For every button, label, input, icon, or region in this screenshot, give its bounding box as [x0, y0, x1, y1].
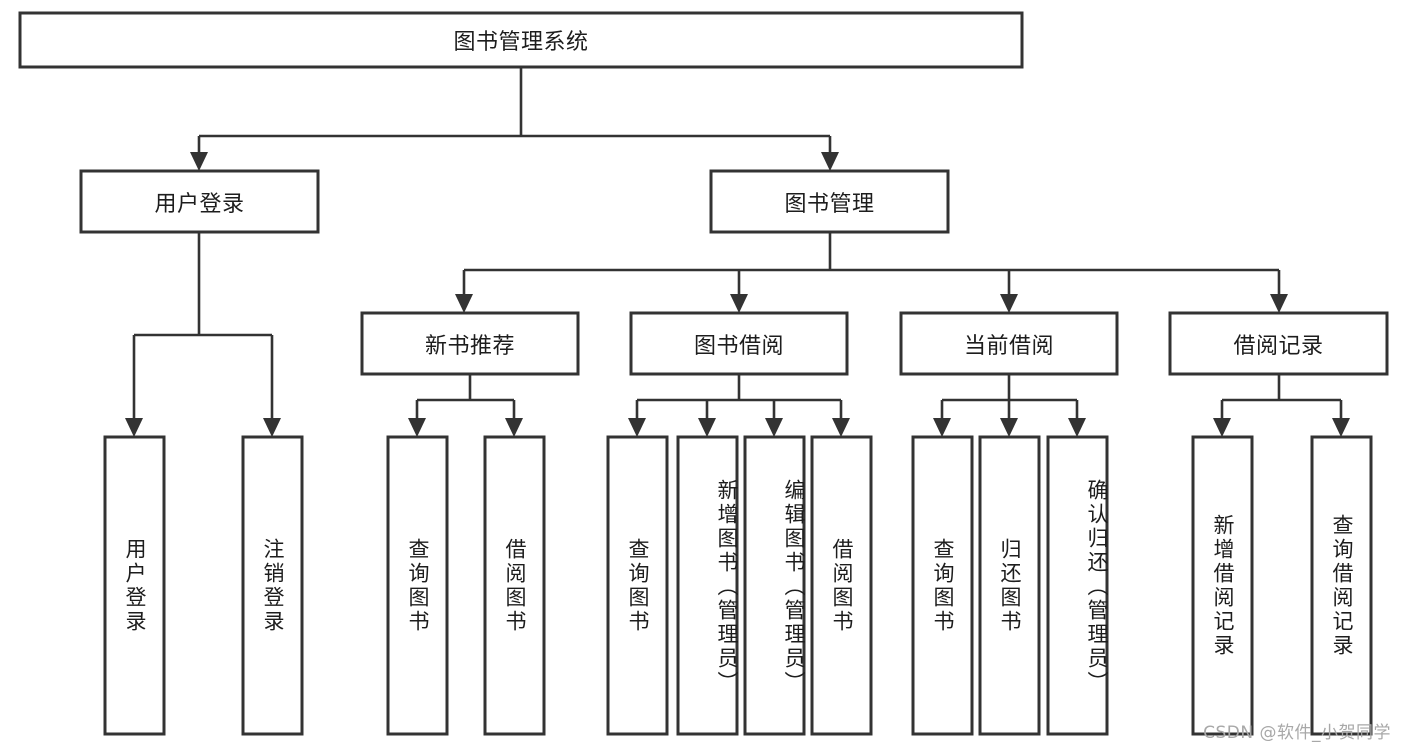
arrowhead-book-manage: [821, 152, 839, 171]
node-current-borrow-box[interactable]: [899, 311, 1119, 376]
arrowhead-leaf-logout-login: [263, 418, 281, 437]
arrowhead-leaf-confirm-return: [1068, 418, 1086, 437]
node-leaf-query-book-2-box[interactable]: [606, 435, 669, 736]
arrowhead-leaf-borrow-book-2: [832, 418, 850, 437]
arrowhead-current-borrow: [1000, 294, 1018, 313]
node-leaf-query-book-3-box[interactable]: [911, 435, 974, 736]
arrowhead-new-book-recommend: [455, 294, 473, 313]
arrowhead-leaf-user-login: [125, 418, 143, 437]
node-leaf-edit-book-box[interactable]: [743, 435, 806, 736]
node-leaf-logout-login-box[interactable]: [241, 435, 304, 736]
arrowhead-leaf-edit-book: [765, 418, 783, 437]
arrowhead-book-borrow: [730, 294, 748, 313]
node-book-manage-box[interactable]: [709, 169, 950, 234]
node-leaf-return-book-box[interactable]: [978, 435, 1041, 736]
node-leaf-borrow-book-2-box[interactable]: [810, 435, 873, 736]
arrowhead-leaf-add-book: [698, 418, 716, 437]
node-new-book-recommend-box[interactable]: [360, 311, 580, 376]
node-leaf-user-login-box[interactable]: [103, 435, 166, 736]
node-leaf-query-record-box[interactable]: [1310, 435, 1373, 736]
arrowhead-leaf-return-book: [1000, 418, 1018, 437]
arrowhead-leaf-borrow-book-1: [505, 418, 523, 437]
node-user-login-box[interactable]: [79, 169, 320, 234]
node-leaf-query-book-1-box[interactable]: [386, 435, 449, 736]
arrowhead-leaf-query-book-1: [408, 418, 426, 437]
arrowhead-leaf-query-book-3: [933, 418, 951, 437]
node-leaf-confirm-return-box[interactable]: [1046, 435, 1109, 736]
arrowhead-user-login: [190, 152, 208, 171]
node-leaf-add-book-box[interactable]: [676, 435, 739, 736]
csdn-watermark: CSDN @软件_小贺同学: [1203, 723, 1391, 743]
arrowhead-borrow-record: [1270, 294, 1288, 313]
arrowhead-leaf-add-record: [1213, 418, 1231, 437]
node-borrow-record-box[interactable]: [1168, 311, 1389, 376]
arrowhead-leaf-query-book-2: [628, 418, 646, 437]
node-leaf-add-record-box[interactable]: [1191, 435, 1254, 736]
arrowhead-leaf-query-record: [1332, 418, 1350, 437]
node-book-borrow-box[interactable]: [629, 311, 849, 376]
node-root-box[interactable]: [18, 11, 1024, 69]
node-leaf-borrow-book-1-box[interactable]: [483, 435, 546, 736]
